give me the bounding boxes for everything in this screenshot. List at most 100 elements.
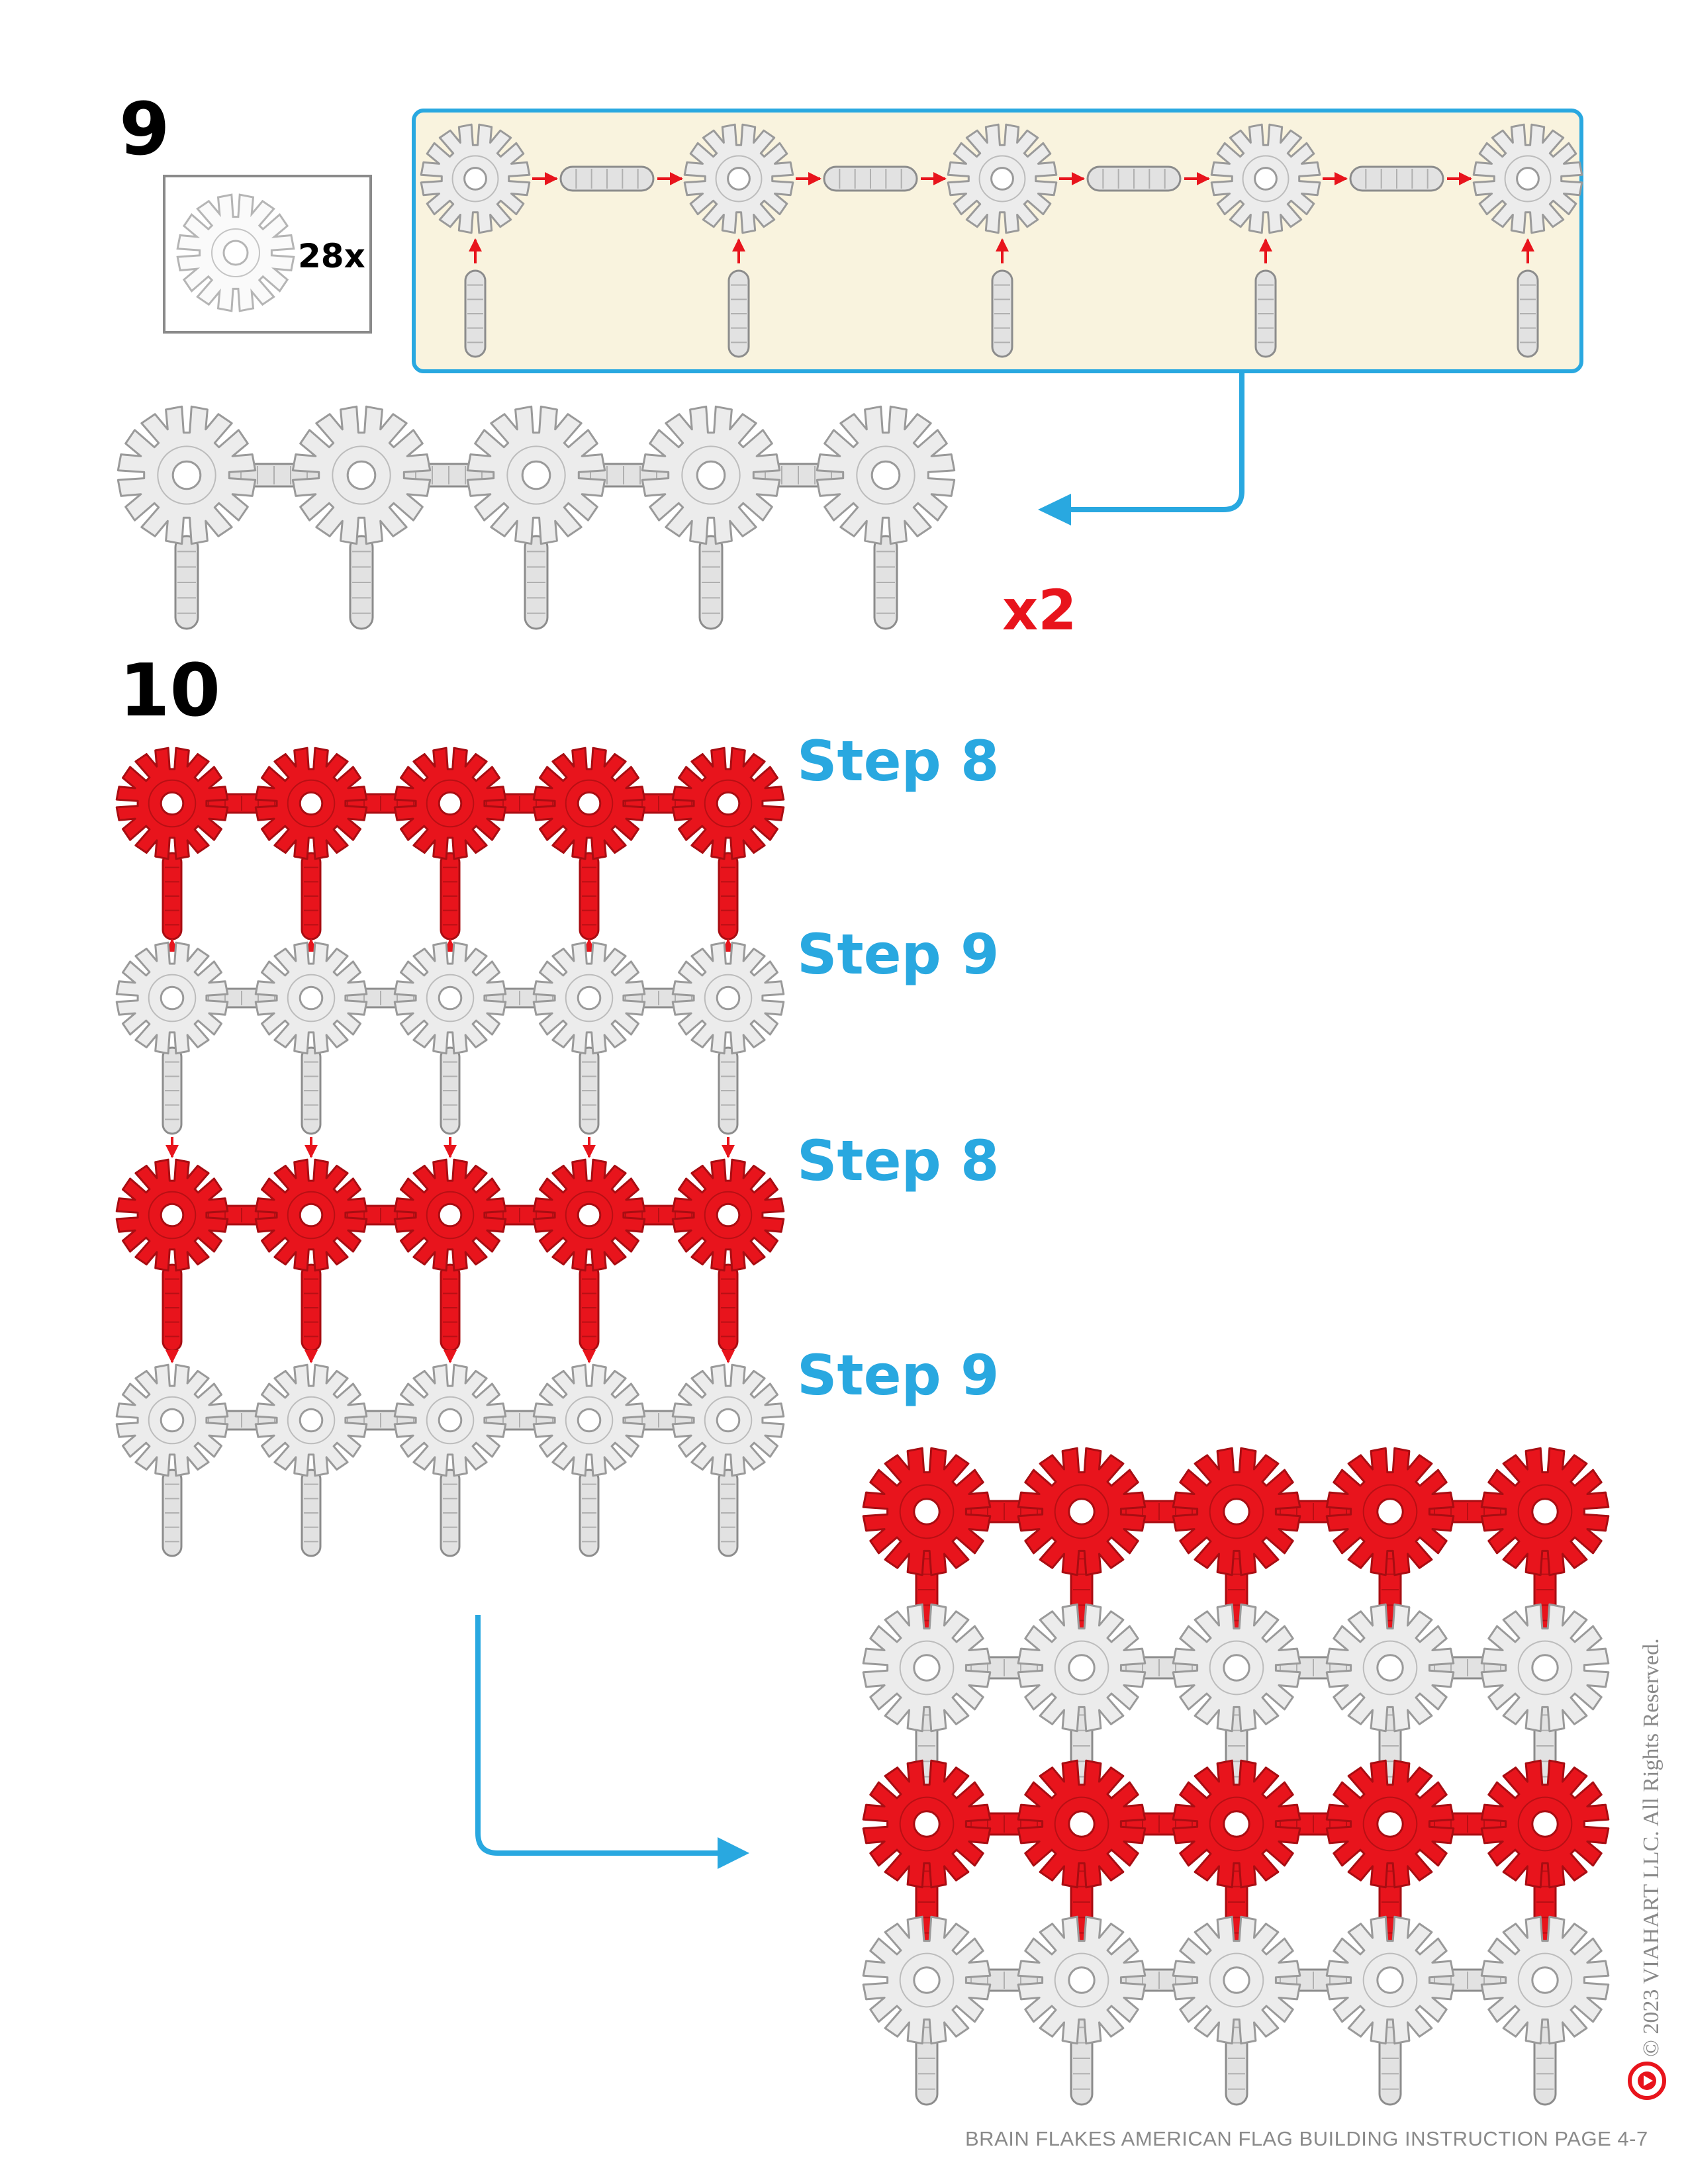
flake-piece-edge [301, 1469, 322, 1557]
flake-piece [1325, 1759, 1455, 1889]
flake-piece [1210, 123, 1321, 234]
flake-piece [1017, 1759, 1147, 1889]
flake-piece [641, 405, 781, 545]
flake-piece [862, 1447, 992, 1576]
row-label-4: Step 9 [797, 1343, 1000, 1408]
flake-piece-edge [440, 1469, 461, 1557]
flake-piece-edge [718, 1469, 739, 1557]
flake-piece-edge [1254, 269, 1277, 358]
flake-piece [683, 123, 794, 234]
flake-piece-edge [579, 852, 600, 940]
flake-piece [1017, 1603, 1147, 1733]
flake-piece [115, 1158, 229, 1272]
flake-piece-edge [301, 852, 322, 940]
flow-arrow [1059, 373, 1244, 512]
flake-piece [1472, 123, 1583, 234]
flake-piece-edge [718, 852, 739, 940]
step-10-number: 10 [119, 648, 221, 733]
flake-piece [1017, 1447, 1147, 1576]
flake-piece-edge [162, 1046, 183, 1135]
flake-piece [393, 1158, 507, 1272]
flake-piece-edge [727, 269, 750, 358]
step-9-number: 9 [119, 87, 170, 171]
flake-piece [254, 1158, 368, 1272]
flake-piece [1325, 1915, 1455, 2045]
flake-piece-edge [440, 852, 461, 940]
flake-piece-icon [176, 193, 295, 312]
flake-piece [117, 405, 257, 545]
flake-piece [816, 405, 956, 545]
flake-piece [532, 1363, 646, 1477]
flake-piece [1172, 1759, 1301, 1889]
flake-piece [115, 747, 229, 860]
flake-piece-edge [162, 1469, 183, 1557]
flake-piece [393, 941, 507, 1055]
flake-piece [254, 747, 368, 860]
subassembly-pieces [420, 123, 1583, 358]
flake-piece-edge [174, 535, 199, 630]
flake-piece-edge [440, 1263, 461, 1352]
flake-piece [671, 941, 785, 1055]
arrow-icon [718, 1837, 749, 1869]
flake-piece-edge [579, 1469, 600, 1557]
flake-piece-edge [464, 269, 487, 358]
flake-piece [532, 1158, 646, 1272]
flake-piece [1480, 1915, 1610, 2045]
flake-piece [420, 123, 531, 234]
flake-piece [947, 123, 1058, 234]
flake-piece [393, 747, 507, 860]
flake-piece [466, 405, 606, 545]
flake-piece [393, 1363, 507, 1477]
flake-piece-edge [1349, 165, 1444, 192]
flake-piece [862, 1915, 992, 2045]
flake-piece [115, 1363, 229, 1477]
parts-count-box: 28x [163, 175, 372, 334]
row-label-3: Step 8 [797, 1128, 1000, 1193]
flake-piece [1480, 1759, 1610, 1889]
flake-piece-edge [559, 165, 655, 192]
parts-count: 28x [298, 237, 365, 275]
flake-piece-edge [162, 1263, 183, 1352]
flake-piece-edge [524, 535, 549, 630]
flake-piece-outline [176, 193, 295, 312]
flake-piece-edge [698, 535, 724, 630]
flake-piece [1172, 1447, 1301, 1576]
step9-result-row [117, 405, 956, 630]
flake-piece-edge [1517, 269, 1539, 358]
flake-piece [671, 1363, 785, 1477]
flake-piece [1325, 1603, 1455, 1733]
flake-piece [115, 941, 229, 1055]
flake-piece-edge [301, 1046, 322, 1135]
flake-piece [1172, 1915, 1301, 2045]
step10-build-stack [115, 747, 785, 1557]
flake-piece [291, 405, 432, 545]
arrow-icon [1038, 494, 1071, 525]
flake-piece [1480, 1447, 1610, 1576]
flake-piece [671, 1158, 785, 1272]
flake-piece [532, 747, 646, 860]
flake-piece-edge [301, 1263, 322, 1352]
flake-piece-edge [162, 852, 183, 940]
flake-piece [532, 941, 646, 1055]
flake-piece-edge [718, 1046, 739, 1135]
brand-logo-icon [1628, 2062, 1666, 2100]
footer-page-label: BRAIN FLAKES AMERICAN FLAG BUILDING INST… [965, 2127, 1648, 2150]
flake-piece [862, 1603, 992, 1733]
flake-piece [1017, 1915, 1147, 2045]
flake-piece-edge [1086, 165, 1182, 192]
flake-piece [254, 1363, 368, 1477]
row-label-2: Step 9 [797, 922, 1000, 987]
flake-piece-edge [440, 1046, 461, 1135]
flake-piece-edge [718, 1263, 739, 1352]
flake-piece [1172, 1603, 1301, 1733]
copyright-text: © 2023 VIAHART LLC. All Rights Reserved. [1639, 1638, 1664, 2057]
flake-piece-edge [579, 1046, 600, 1135]
flake-piece-edge [349, 535, 374, 630]
flake-piece-edge [579, 1263, 600, 1352]
flake-piece [671, 747, 785, 860]
flake-piece [254, 941, 368, 1055]
flake-piece-edge [873, 535, 898, 630]
step10-result-assembly [862, 1447, 1610, 2106]
multiplier-label: x2 [1002, 578, 1077, 643]
